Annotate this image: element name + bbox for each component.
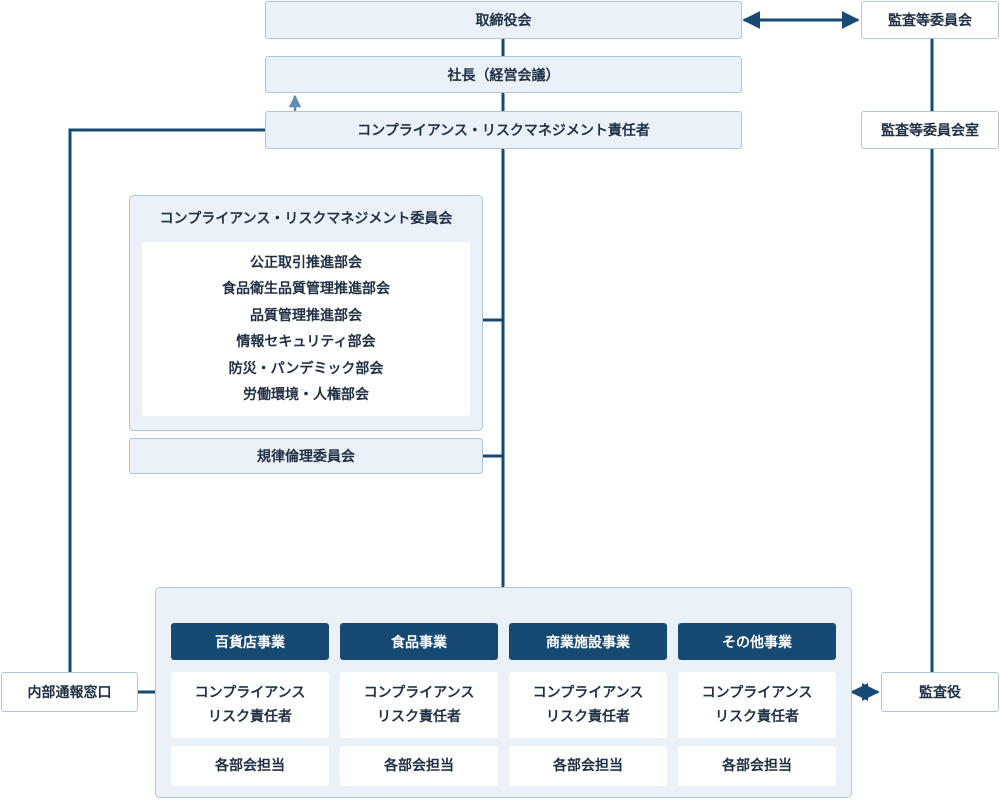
business-staff: 各部会担当 (340, 746, 498, 786)
business-header: 商業施設事業 (509, 623, 667, 660)
president-label: 社長（経営会議） (447, 67, 560, 84)
business-officer: コンプライアンス リスク責任者 (340, 672, 498, 738)
business-officer-label: コンプライアンス リスク責任者 (532, 685, 644, 725)
audit-office-label: 監査等委員会室 (881, 123, 979, 139)
business-staff: 各部会担当 (509, 746, 667, 786)
business-name: 食品事業 (391, 634, 447, 651)
cr-committee-title: コンプライアンス・リスクマネジメント委員会 (159, 211, 453, 227)
business-officer: コンプライアンス リスク責任者 (171, 672, 329, 738)
cr-officer-label: コンプライアンス・リスクマネジメント責任者 (357, 123, 650, 139)
board-label: 取締役会 (475, 13, 532, 29)
subcommittee-item: 品質管理推進部会 (250, 307, 362, 324)
auditor-box: 監査役 (881, 672, 999, 712)
subcommittee-item: 防災・パンデミック部会 (228, 360, 384, 377)
subcommittee-item: 労働環境・人権部会 (243, 387, 369, 403)
board-box: 取締役会 (265, 1, 742, 39)
business-officer-label: コンプライアンス リスク責任者 (363, 685, 475, 725)
business-staff: 各部会担当 (678, 746, 836, 786)
business-staff: 各部会担当 (171, 746, 329, 786)
audit-office-box: 監査等委員会室 (861, 111, 999, 149)
ethics-committee-box: 規律倫理委員会 (129, 438, 483, 474)
president-box: 社長（経営会議） (265, 56, 742, 93)
business-name: 百貨店事業 (215, 634, 285, 651)
audit-committee-label: 監査等委員会 (888, 13, 972, 29)
cr-officer-box: コンプライアンス・リスクマネジメント責任者 (265, 111, 742, 149)
whistleblower-line (68, 128, 265, 672)
auditor-label: 監査役 (919, 685, 961, 701)
whistleblower-label: 内部通報窓口 (27, 685, 112, 701)
business-header: その他事業 (678, 623, 836, 660)
business-staff-label: 各部会担当 (722, 758, 792, 774)
business-officer: コンプライアンス リスク責任者 (678, 672, 836, 738)
business-staff-label: 各部会担当 (384, 758, 454, 774)
business-officer-label: コンプライアンス リスク責任者 (701, 685, 813, 725)
business-staff-label: 各部会担当 (215, 758, 285, 774)
whistleblower-box: 内部通報窓口 (1, 672, 138, 712)
business-header: 食品事業 (340, 623, 498, 660)
business-officer: コンプライアンス リスク責任者 (509, 672, 667, 738)
subcommittee-list: 公正取引推進部会 食品衛生品質管理推進部会 品質管理推進部会 情報セキュリティ部… (142, 242, 470, 416)
subcommittee-item: 情報セキュリティ部会 (236, 334, 376, 350)
cr-committee-frame: コンプライアンス・リスクマネジメント委員会 公正取引推進部会 食品衛生品質管理推… (129, 195, 483, 431)
subcommittee-item: 食品衛生品質管理推進部会 (222, 281, 390, 297)
ethics-committee-label: 規律倫理委員会 (257, 449, 355, 465)
business-staff-label: 各部会担当 (553, 758, 623, 774)
business-name: 商業施設事業 (546, 634, 630, 651)
subcommittee-item: 公正取引推進部会 (250, 254, 362, 271)
audit-committee-box: 監査等委員会 (861, 1, 999, 39)
business-header: 百貨店事業 (171, 623, 329, 660)
business-name: その他事業 (722, 634, 792, 651)
business-officer-label: コンプライアンス リスク責任者 (194, 685, 306, 725)
